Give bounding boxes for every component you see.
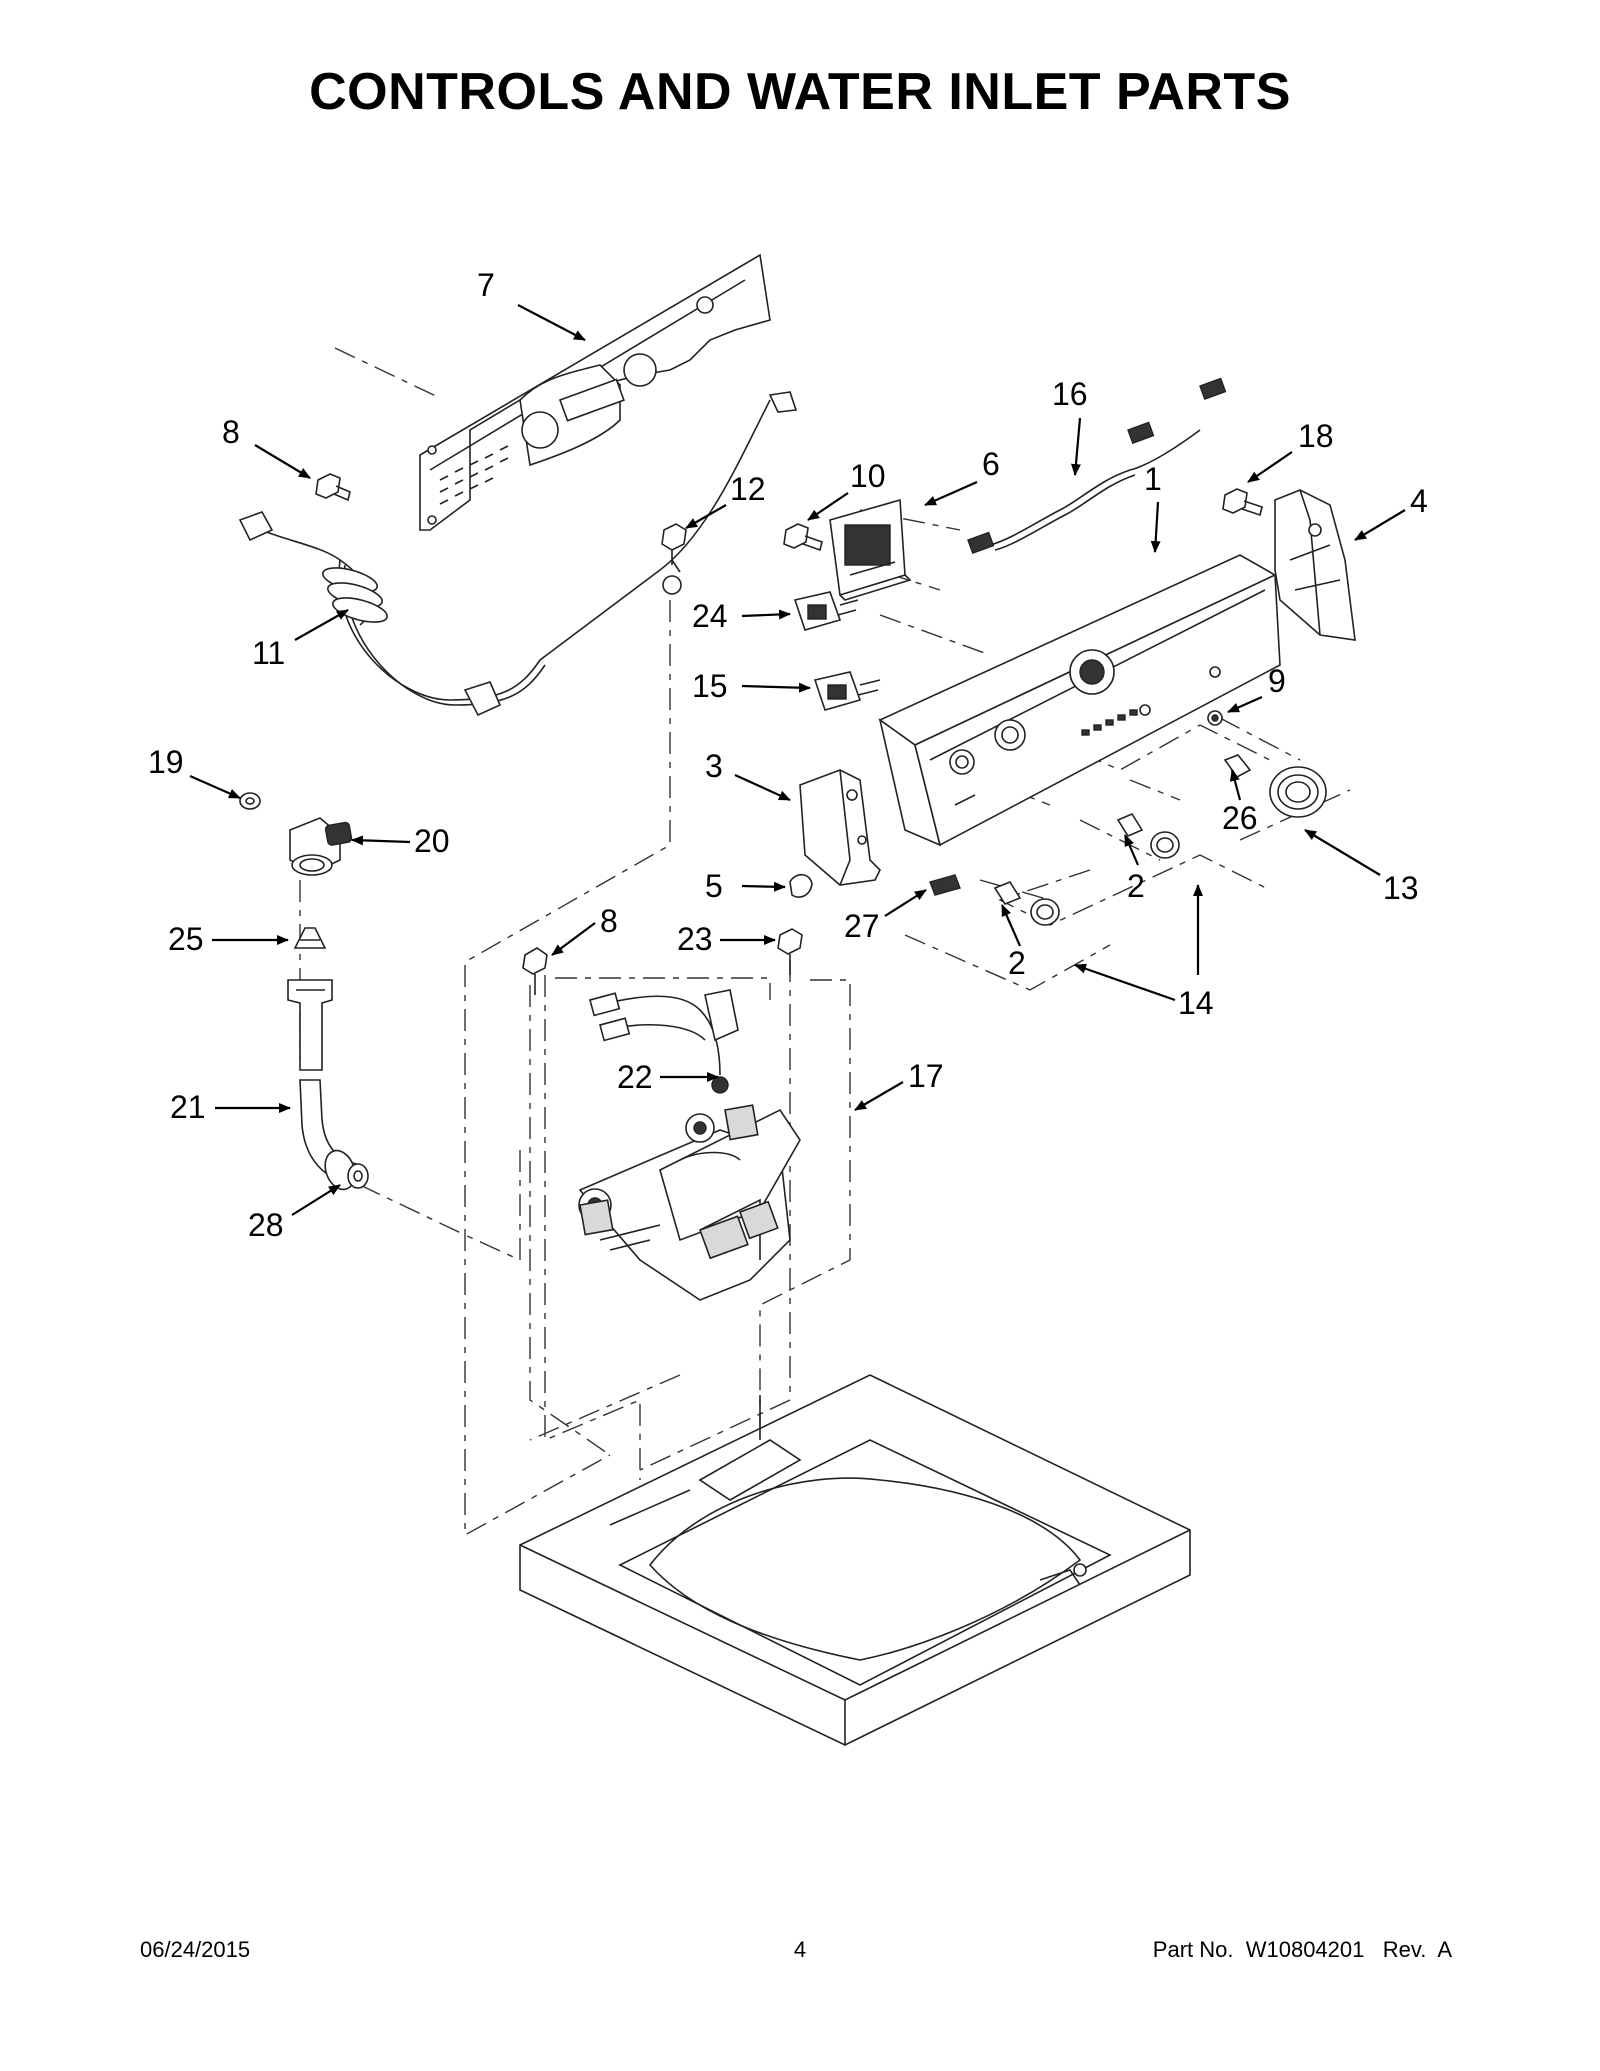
part-12-screw (661, 523, 687, 565)
callout-9: 9 (1268, 663, 1286, 699)
part-16-wire-harness (967, 377, 1227, 555)
callout-13: 13 (1383, 870, 1419, 906)
part-2-knob-b (993, 881, 1060, 926)
assembly-dash-lines (299, 347, 1351, 1537)
part-27-button (929, 874, 961, 896)
leader-arrows (189, 304, 1406, 1216)
callout-17: 17 (908, 1058, 944, 1094)
part-20-elbow-fitting (289, 817, 353, 876)
callout-21: 21 (170, 1089, 206, 1125)
callout-14: 14 (1178, 985, 1214, 1021)
part-5-clip (789, 873, 813, 898)
callout-26: 26 (1222, 800, 1258, 836)
part-18-screw (1222, 488, 1263, 517)
callout-19: 19 (148, 744, 184, 780)
callout-10: 10 (850, 458, 886, 494)
callout-7: 7 (477, 267, 495, 303)
callout-5: 5 (705, 868, 723, 904)
footer-date: 06/24/2015 (140, 1937, 251, 1962)
part-23-screw (777, 928, 803, 975)
callout-labels: 7 8 12 11 10 6 16 18 1 4 24 15 9 19 20 3… (148, 267, 1428, 1243)
part-11-power-cord (238, 391, 798, 717)
cabinet-top-panel (519, 1374, 1191, 1746)
footer-part-number: Part No. W10804201 Rev. A (1152, 1937, 1452, 1962)
callout-12: 12 (730, 471, 766, 507)
callout-23: 23 (677, 921, 713, 957)
part-25-screen (293, 927, 327, 949)
callout-25: 25 (168, 921, 204, 957)
part-15-switch (813, 671, 881, 711)
part-7-control-bracket (419, 253, 771, 531)
part-26-knob-shaft (1223, 754, 1252, 779)
part-22-harness (589, 989, 739, 1094)
callout-20: 20 (414, 823, 450, 859)
part-21-inlet-hose (287, 979, 361, 1191)
page-title: CONTROLS AND WATER INLET PARTS (309, 63, 1291, 121)
part-28-washer (347, 1163, 369, 1189)
callout-8: 8 (600, 903, 618, 939)
part-2-knob-a (1116, 812, 1180, 859)
part-9-clip (1207, 710, 1223, 726)
callout-2: 2 (1008, 945, 1026, 981)
part-13-knob (1269, 766, 1327, 818)
callout-22: 22 (617, 1059, 653, 1095)
callout-16: 16 (1052, 376, 1088, 412)
part-3-left-end-cap (799, 769, 881, 886)
callout-1: 1 (1144, 461, 1162, 497)
callout-11: 11 (252, 635, 285, 671)
part-17-water-valve-dispenser (578, 1104, 801, 1301)
part-8-screw-bottom (522, 947, 548, 995)
footer-page-number: 4 (793, 1937, 807, 1962)
callout-24: 24 (692, 598, 728, 634)
callout-27: 27 (844, 908, 880, 944)
callout-8: 8 (222, 414, 240, 450)
part-10-screw (783, 523, 823, 552)
callout-28: 28 (248, 1207, 284, 1243)
callout-6: 6 (982, 446, 1000, 482)
callout-3: 3 (705, 748, 723, 784)
callout-15: 15 (692, 668, 728, 704)
part-24-switch (793, 591, 859, 631)
part-1-console (878, 554, 1281, 847)
callout-18: 18 (1298, 418, 1334, 454)
callout-4: 4 (1410, 483, 1428, 519)
part-8-screw-top (315, 473, 351, 502)
callout-2: 2 (1127, 868, 1145, 904)
part-19-washer (239, 792, 261, 810)
part-4-right-end-cap (1274, 489, 1356, 641)
part-6-control-board (829, 498, 912, 601)
